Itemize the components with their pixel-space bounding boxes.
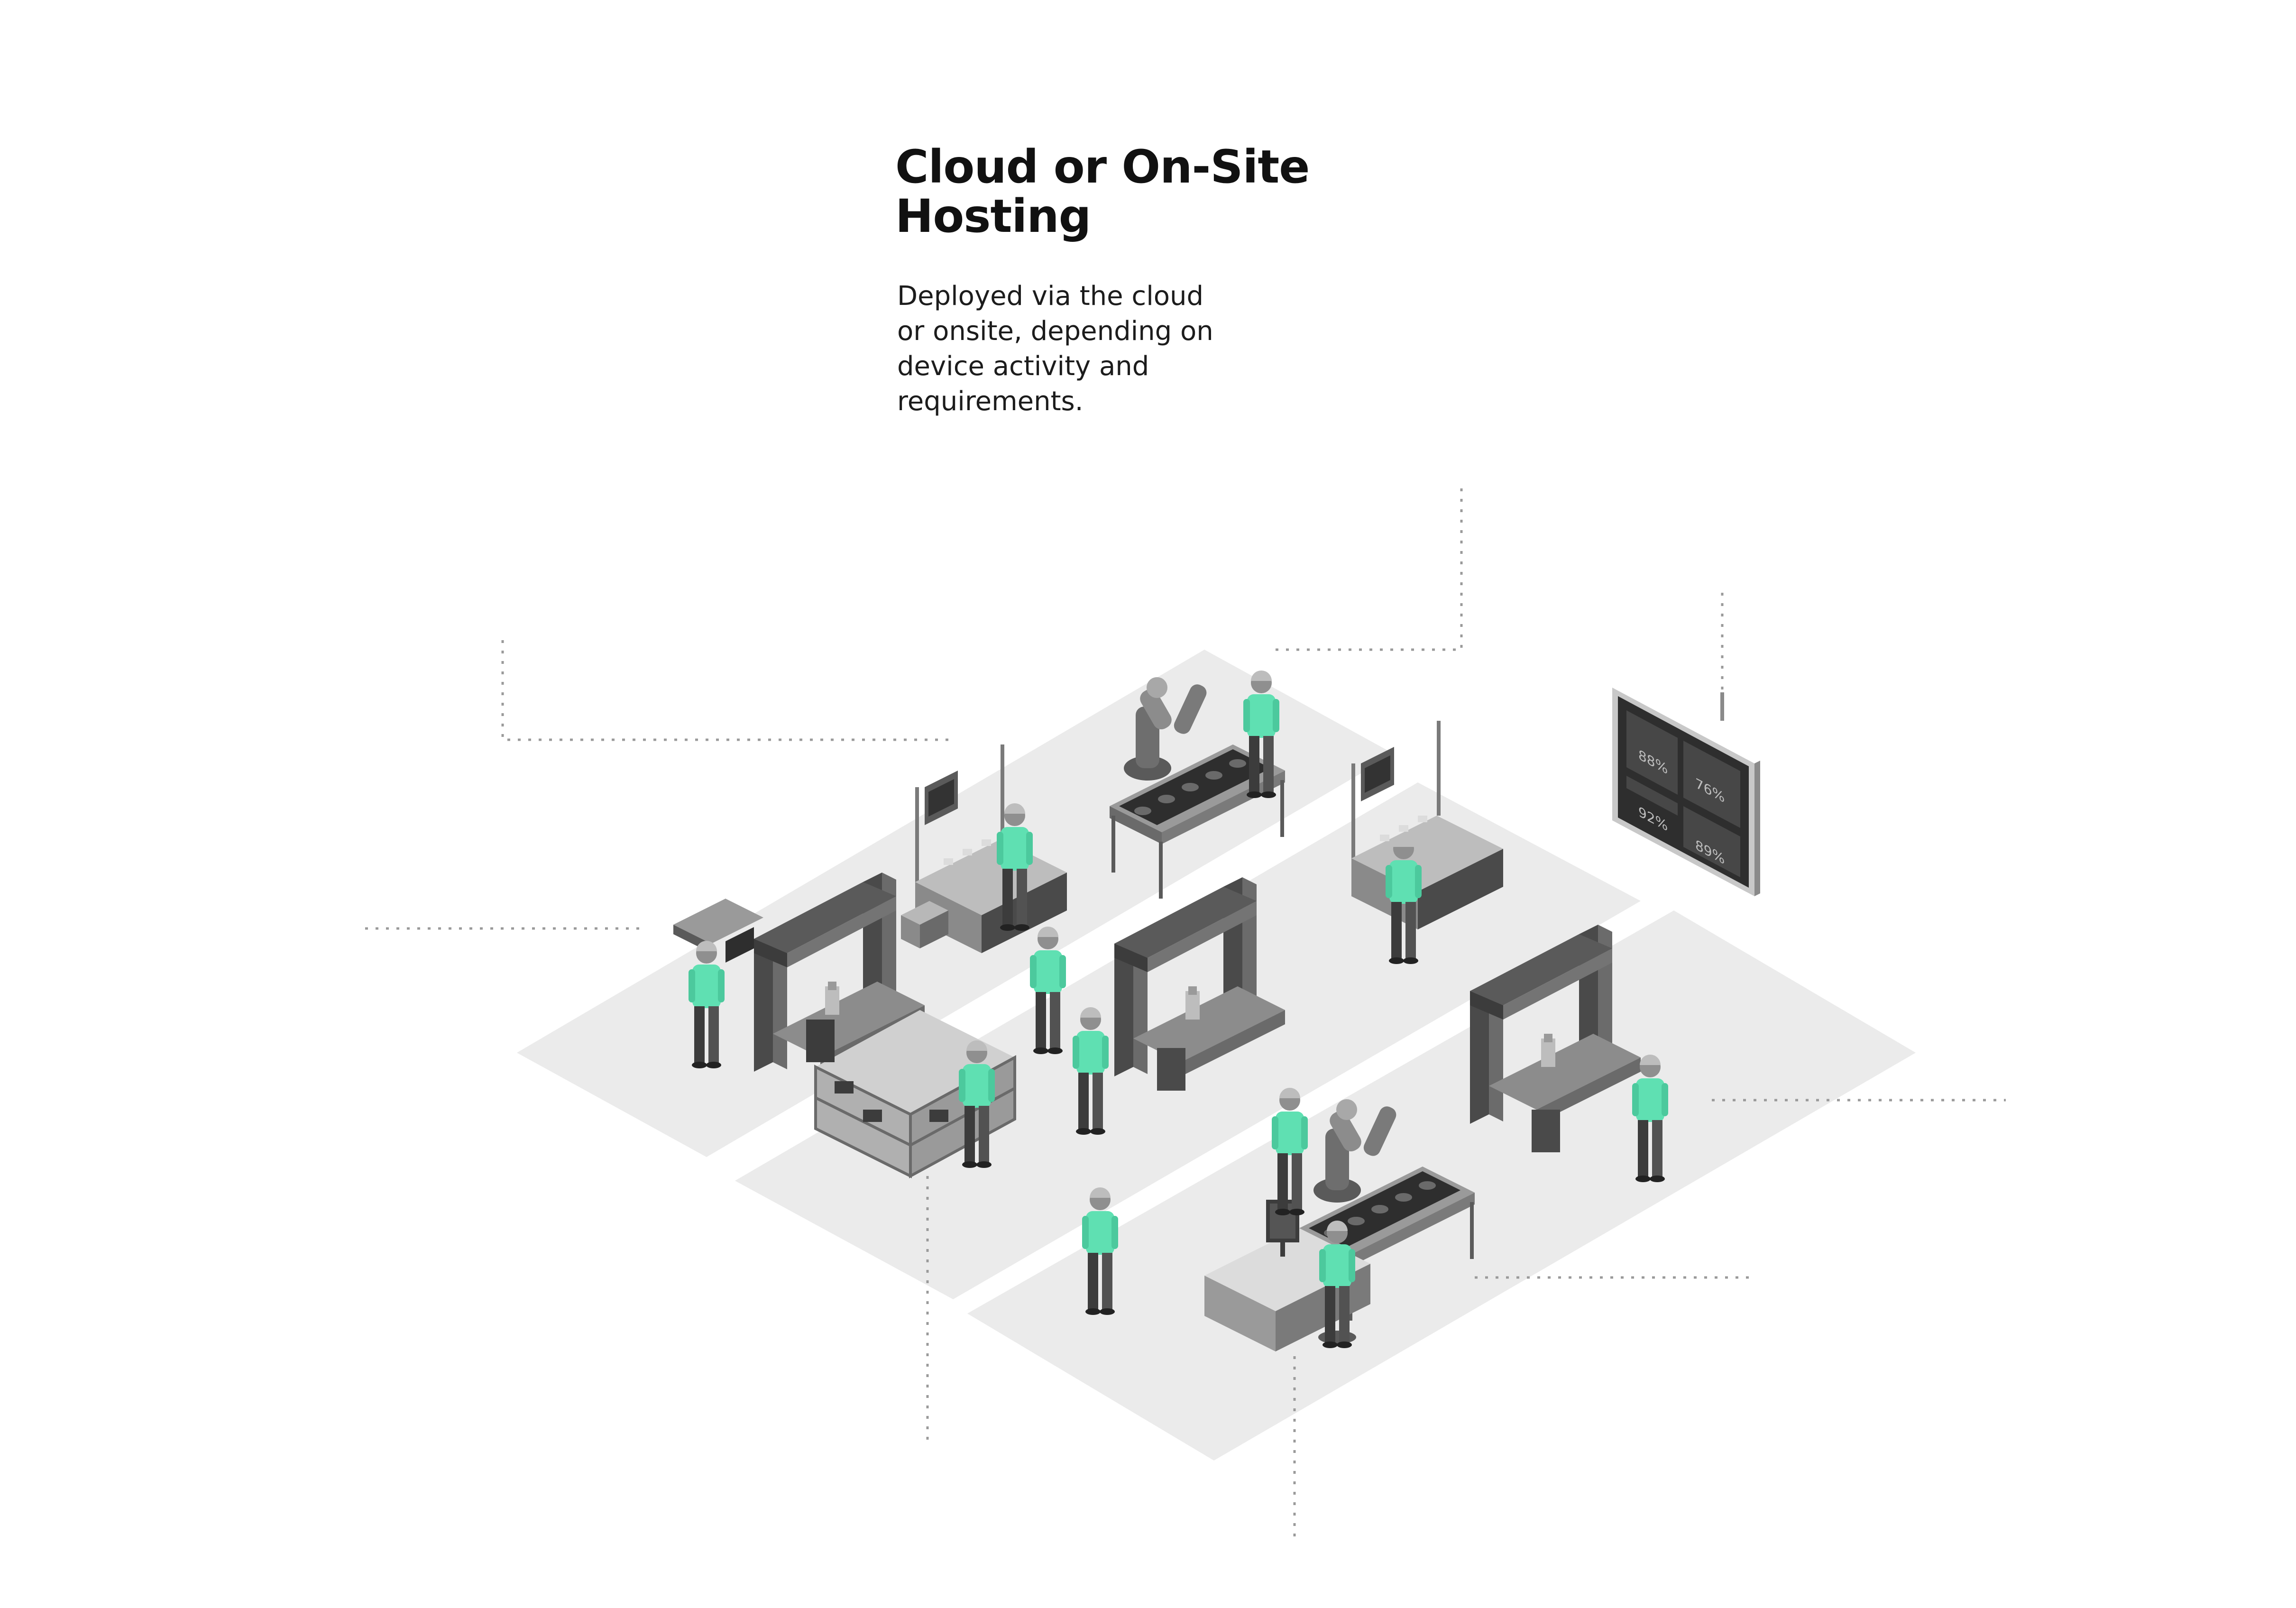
leader-line bbox=[1271, 488, 1463, 651]
storage-boxes bbox=[806, 901, 1560, 1152]
leader-line bbox=[501, 640, 948, 741]
page-title: Cloud or On-Site Hosting bbox=[895, 140, 1310, 243]
dashboard-screen-icon: 88% 76% 92% 89% bbox=[1612, 688, 1760, 896]
page-description: Deployed via the cloud or onsite, depend… bbox=[897, 281, 1213, 417]
